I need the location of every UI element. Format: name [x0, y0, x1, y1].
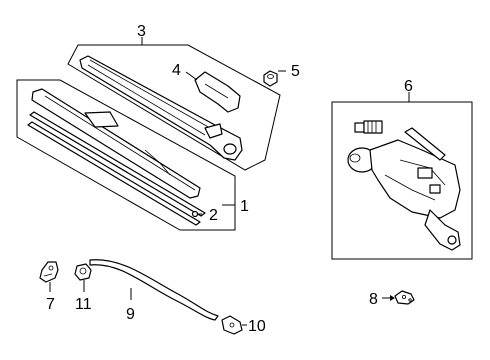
clip-8 [394, 290, 415, 305]
connector-11 [74, 263, 92, 281]
callout-4: 4 [172, 62, 181, 79]
wiper-arm [79, 55, 243, 161]
callout-9: 9 [126, 306, 135, 323]
callout-5: 5 [291, 63, 300, 80]
blade-clip [84, 111, 119, 128]
motor-shaft [404, 127, 446, 161]
motor-box [331, 101, 473, 260]
washer-hose [89, 259, 219, 321]
callout-11: 11 [75, 296, 92, 313]
wiper-motor-group: 6 [331, 78, 473, 260]
blade-assembly-group: 1 2 [16, 79, 249, 231]
blade-refill-lower [27, 121, 201, 226]
blade-end-cap [191, 210, 199, 218]
callout-7: 7 [46, 296, 55, 313]
mounting-bolt [354, 120, 383, 134]
callout-2: 2 [209, 207, 218, 224]
wiper-arm-group: 3 4 5 [67, 23, 300, 171]
callout-3: 3 [137, 23, 146, 40]
wiper-motor [347, 127, 461, 251]
arm-pivot [223, 143, 237, 155]
washer-nozzle [221, 315, 243, 335]
callout-1: 1 [240, 198, 249, 215]
callout-8: 8 [369, 291, 378, 308]
callout-6: 6 [404, 78, 413, 95]
wiper-blade-body [31, 88, 201, 199]
bracket-7 [39, 261, 59, 283]
callout-10: 10 [248, 318, 266, 335]
washer-parts-group: 7 11 9 10 8 [39, 259, 415, 335]
blade-refill-upper [29, 111, 206, 217]
